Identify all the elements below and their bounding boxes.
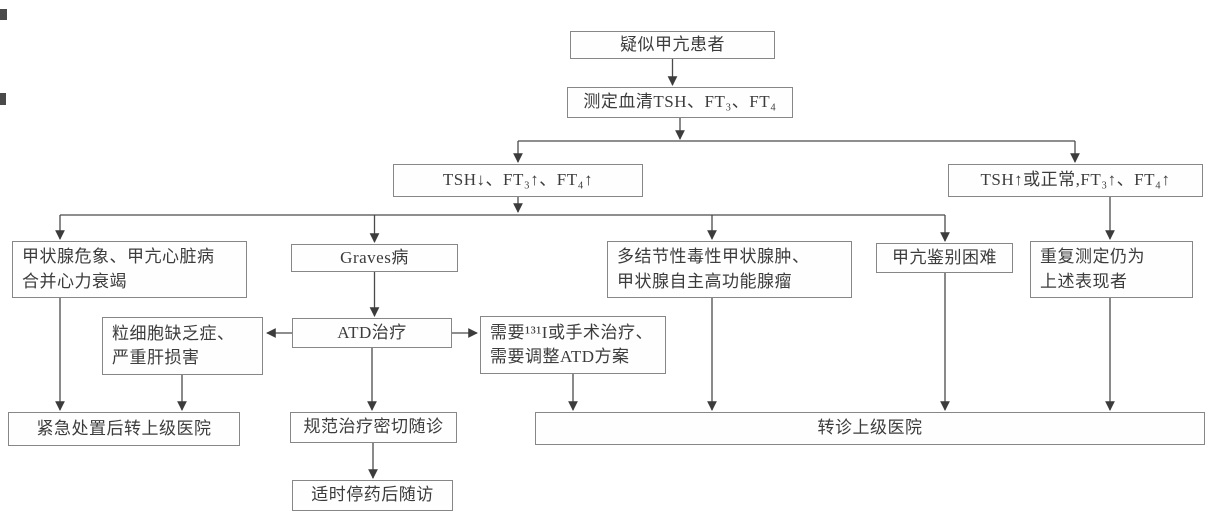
node-referral-to-higher-hospital: 转诊上级医院	[535, 412, 1205, 445]
scan-artifact	[0, 93, 6, 105]
node-measure-serum: 测定血清TSH、FT₃、FT₄	[567, 87, 793, 118]
node-difficult-identification: 甲亢鉴别困难	[876, 243, 1013, 273]
node-atd-therapy: ATD治疗	[292, 318, 452, 348]
node-standard-treatment-followup: 规范治疗密切随诊	[290, 412, 457, 443]
scan-artifact	[0, 9, 7, 20]
node-emergency-then-referral: 紧急处置后转上级医院	[8, 412, 240, 446]
node-tsh-high-or-normal: TSH↑或正常,FT₃↑、FT₄↑	[948, 164, 1203, 197]
node-graves-disease: Graves病	[291, 244, 458, 272]
node-tsh-low-ft-high: TSH↓、FT₃↑、FT₄↑	[393, 164, 643, 197]
node-suspected-patient: 疑似甲亢患者	[570, 31, 775, 59]
node-agranulocytosis: 粒细胞缺乏症、 严重肝损害	[102, 317, 263, 375]
node-thyroid-crisis: 甲状腺危象、甲亢心脏病 合并心力衰竭	[12, 241, 247, 298]
node-repeat-measurement: 重复测定仍为 上述表现者	[1030, 241, 1193, 298]
node-multinodular-goiter: 多结节性毒性甲状腺肿、 甲状腺自主高功能腺瘤	[607, 241, 852, 298]
node-need-radioiodine-surgery: 需要¹³¹I或手术治疗、 需要调整ATD方案	[480, 316, 666, 374]
node-stop-medication-followup: 适时停药后随访	[292, 480, 453, 511]
